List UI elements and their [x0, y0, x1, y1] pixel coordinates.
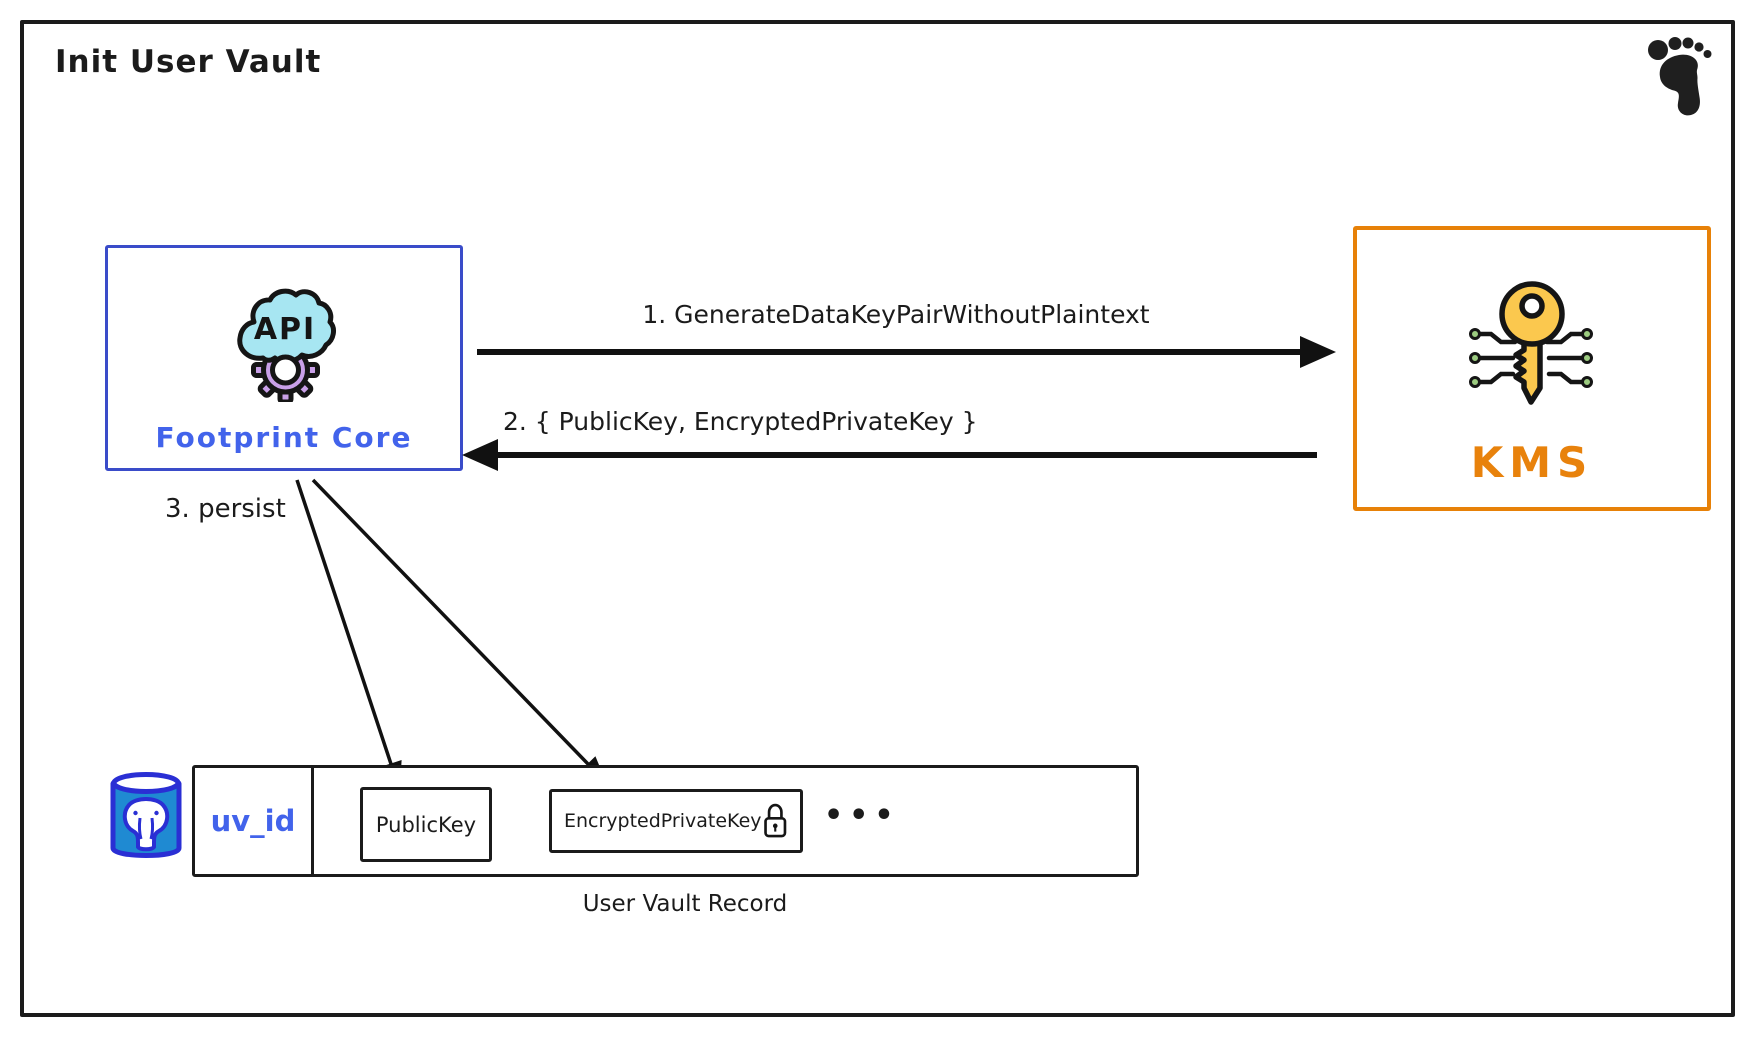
uv-id-cell: uv_id: [210, 804, 296, 838]
footprint-core-node: API Footprint Core: [105, 245, 463, 471]
arrow-2-label: 2. { PublicKey, EncryptedPrivateKey }: [503, 407, 978, 436]
footprint-core-label: Footprint Core: [155, 421, 413, 454]
api-cloud-icon: API: [237, 288, 336, 402]
api-icon-text: API: [254, 312, 316, 347]
diagram-title: Init User Vault: [55, 44, 322, 80]
postgresql-icon: [110, 772, 182, 858]
encrypted-privatekey-field: EncryptedPrivateKey: [549, 789, 803, 853]
arrow-1-label: 1. GenerateDataKeyPairWithoutPlaintext: [642, 300, 1150, 329]
kms-label: KMS: [1470, 438, 1594, 487]
encrypted-privatekey-label: EncryptedPrivateKey: [564, 810, 762, 832]
kms-node: KMS: [1353, 226, 1711, 511]
kms-key-icon: [1469, 281, 1593, 405]
ellipsis: •••: [824, 798, 900, 833]
record-caption: User Vault Record: [582, 891, 788, 917]
publickey-label: PublicKey: [375, 812, 477, 837]
publickey-field: PublicKey: [360, 787, 492, 862]
footprint-logo: [1648, 37, 1712, 116]
persist-label: 3. persist: [165, 494, 286, 524]
lock-icon: [763, 803, 786, 838]
record-divider: [311, 767, 314, 875]
